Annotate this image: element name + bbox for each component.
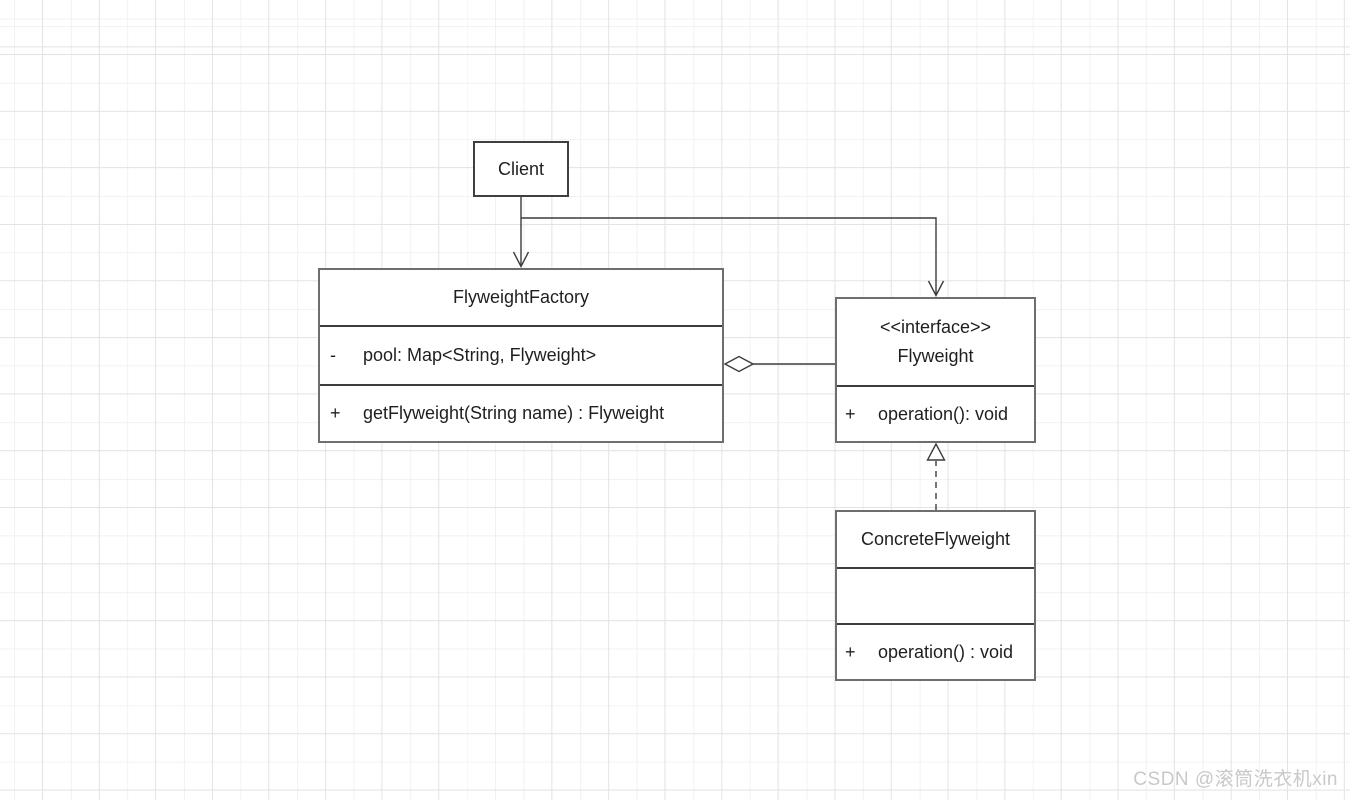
connector-concrete-flyweight-realization[interactable]	[926, 442, 946, 510]
attribute-pool: - pool: Map<String, Flyweight>	[330, 345, 597, 365]
interface-flyweight[interactable]: <<interface>> Flyweight + operation(): v…	[835, 297, 1036, 443]
method-getflyweight: + getFlyweight(String name) : Flyweight	[330, 403, 665, 423]
empty-attribute-section	[837, 567, 1034, 623]
class-concrete-flyweight[interactable]: ConcreteFlyweight + operation() : void	[835, 510, 1036, 681]
method-operation-interface: + operation(): void	[845, 403, 1009, 424]
class-client[interactable]: Client	[473, 141, 569, 197]
class-flyweight-factory[interactable]: FlyweightFactory - pool: Map<String, Fly…	[318, 268, 724, 443]
method-operation-concrete: + operation() : void	[845, 641, 1014, 662]
connector-client-factory[interactable]	[512, 197, 530, 269]
interface-flyweight-name: Flyweight	[897, 346, 974, 366]
csdn-watermark: CSDN @滚筒洗衣机xin	[1133, 769, 1338, 790]
class-concrete-flyweight-title: ConcreteFlyweight	[860, 529, 1011, 549]
class-flyweight-factory-title: FlyweightFactory	[452, 287, 590, 307]
class-client-name: Client	[497, 158, 545, 179]
connector-factory-flyweight-aggregation[interactable]	[723, 355, 835, 373]
interface-flyweight-stereotype: <<interface>>	[879, 317, 992, 337]
